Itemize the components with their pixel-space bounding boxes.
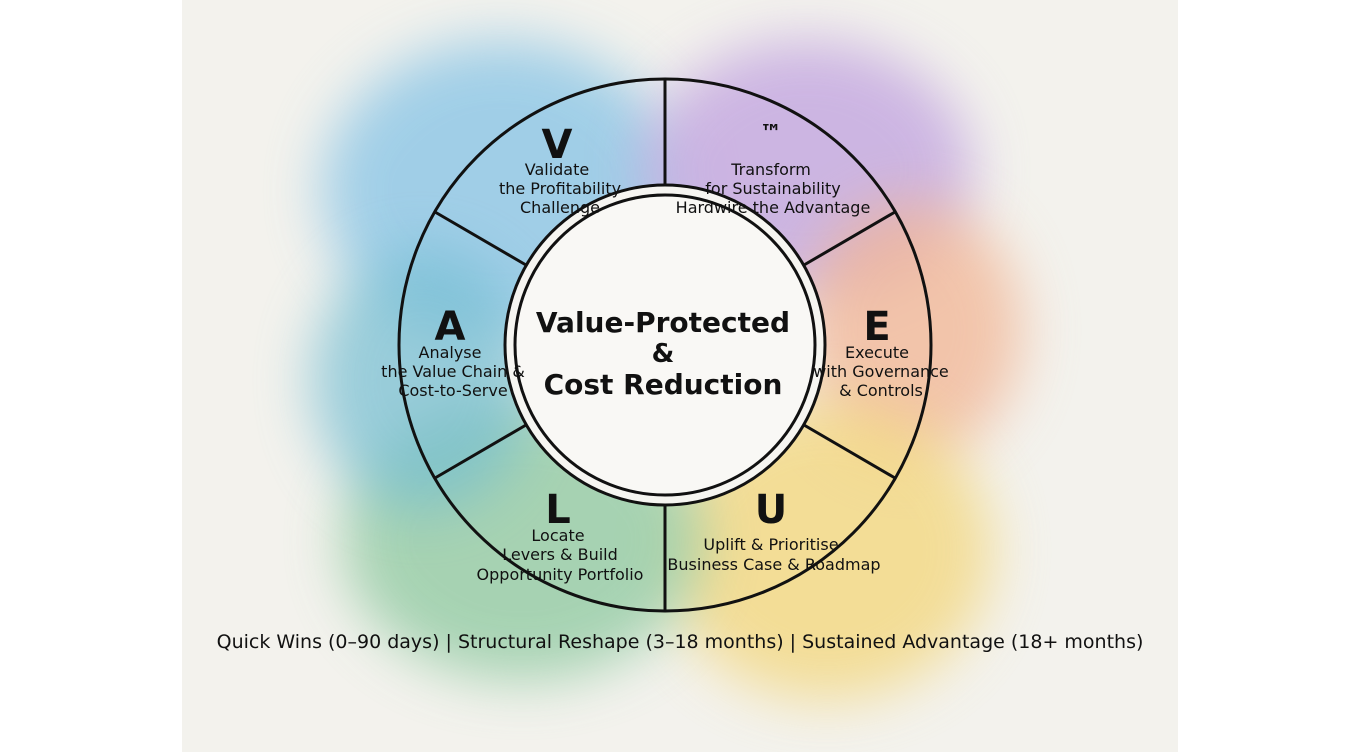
segment-text: for Sustainability <box>705 179 840 198</box>
center-title-line1: Value-Protected <box>536 306 790 339</box>
segment-letter: A <box>435 304 466 350</box>
segment-letter: ™ <box>760 121 782 146</box>
segment-text: Business Case & Roadmap <box>667 555 880 574</box>
divider <box>434 210 527 267</box>
segment-letter: L <box>545 487 571 533</box>
segment-text: Uplift & Prioritise <box>703 535 838 554</box>
segment-letter: U <box>755 487 787 533</box>
segment-letter: V <box>542 122 573 168</box>
segment-analyse: A Analyse the Value Chain & Cost-to-Serv… <box>381 304 525 400</box>
segment-text: Cost-to-Serve <box>398 381 507 400</box>
divider <box>803 210 896 267</box>
segment-text: & Controls <box>839 381 923 400</box>
segment-text: Transform <box>730 160 811 179</box>
paper-background <box>182 0 1178 752</box>
segment-text: the Value Chain & <box>381 362 525 381</box>
segment-letter: E <box>863 304 890 350</box>
segment-text: Locate <box>531 526 584 545</box>
center-title-line2: & <box>652 339 675 369</box>
divider <box>434 423 527 480</box>
segment-transform: ™ Transform for Sustainability Hardwire … <box>676 121 871 217</box>
segment-text: Execute <box>845 343 909 362</box>
segment-text: with Governance <box>813 362 949 381</box>
segment-text: Opportunity Portfolio <box>477 565 644 584</box>
inner-ring-inner <box>513 193 817 497</box>
segment-validate: V Validate the Profitability Challenge <box>499 122 621 217</box>
center-title-line3: Cost Reduction <box>544 368 783 401</box>
segment-text: Levers & Build <box>502 545 618 564</box>
segment-text: Analyse <box>419 343 482 362</box>
segment-text: Validate <box>525 160 589 179</box>
divider <box>803 423 896 480</box>
segment-uplift: U Uplift & Prioritise Business Case & Ro… <box>667 487 880 574</box>
timeline-footer: Quick Wins (0–90 days) | Structural Resh… <box>217 631 1144 653</box>
segment-locate: L Locate Levers & Build Opportunity Port… <box>477 487 644 584</box>
segment-text: Hardwire the Advantage <box>676 198 871 217</box>
watercolor-teal <box>312 250 532 510</box>
segment-text: the Profitability <box>499 179 621 198</box>
segment-execute: E Execute with Governance & Controls <box>813 304 949 400</box>
segment-text: Challenge <box>520 198 600 217</box>
